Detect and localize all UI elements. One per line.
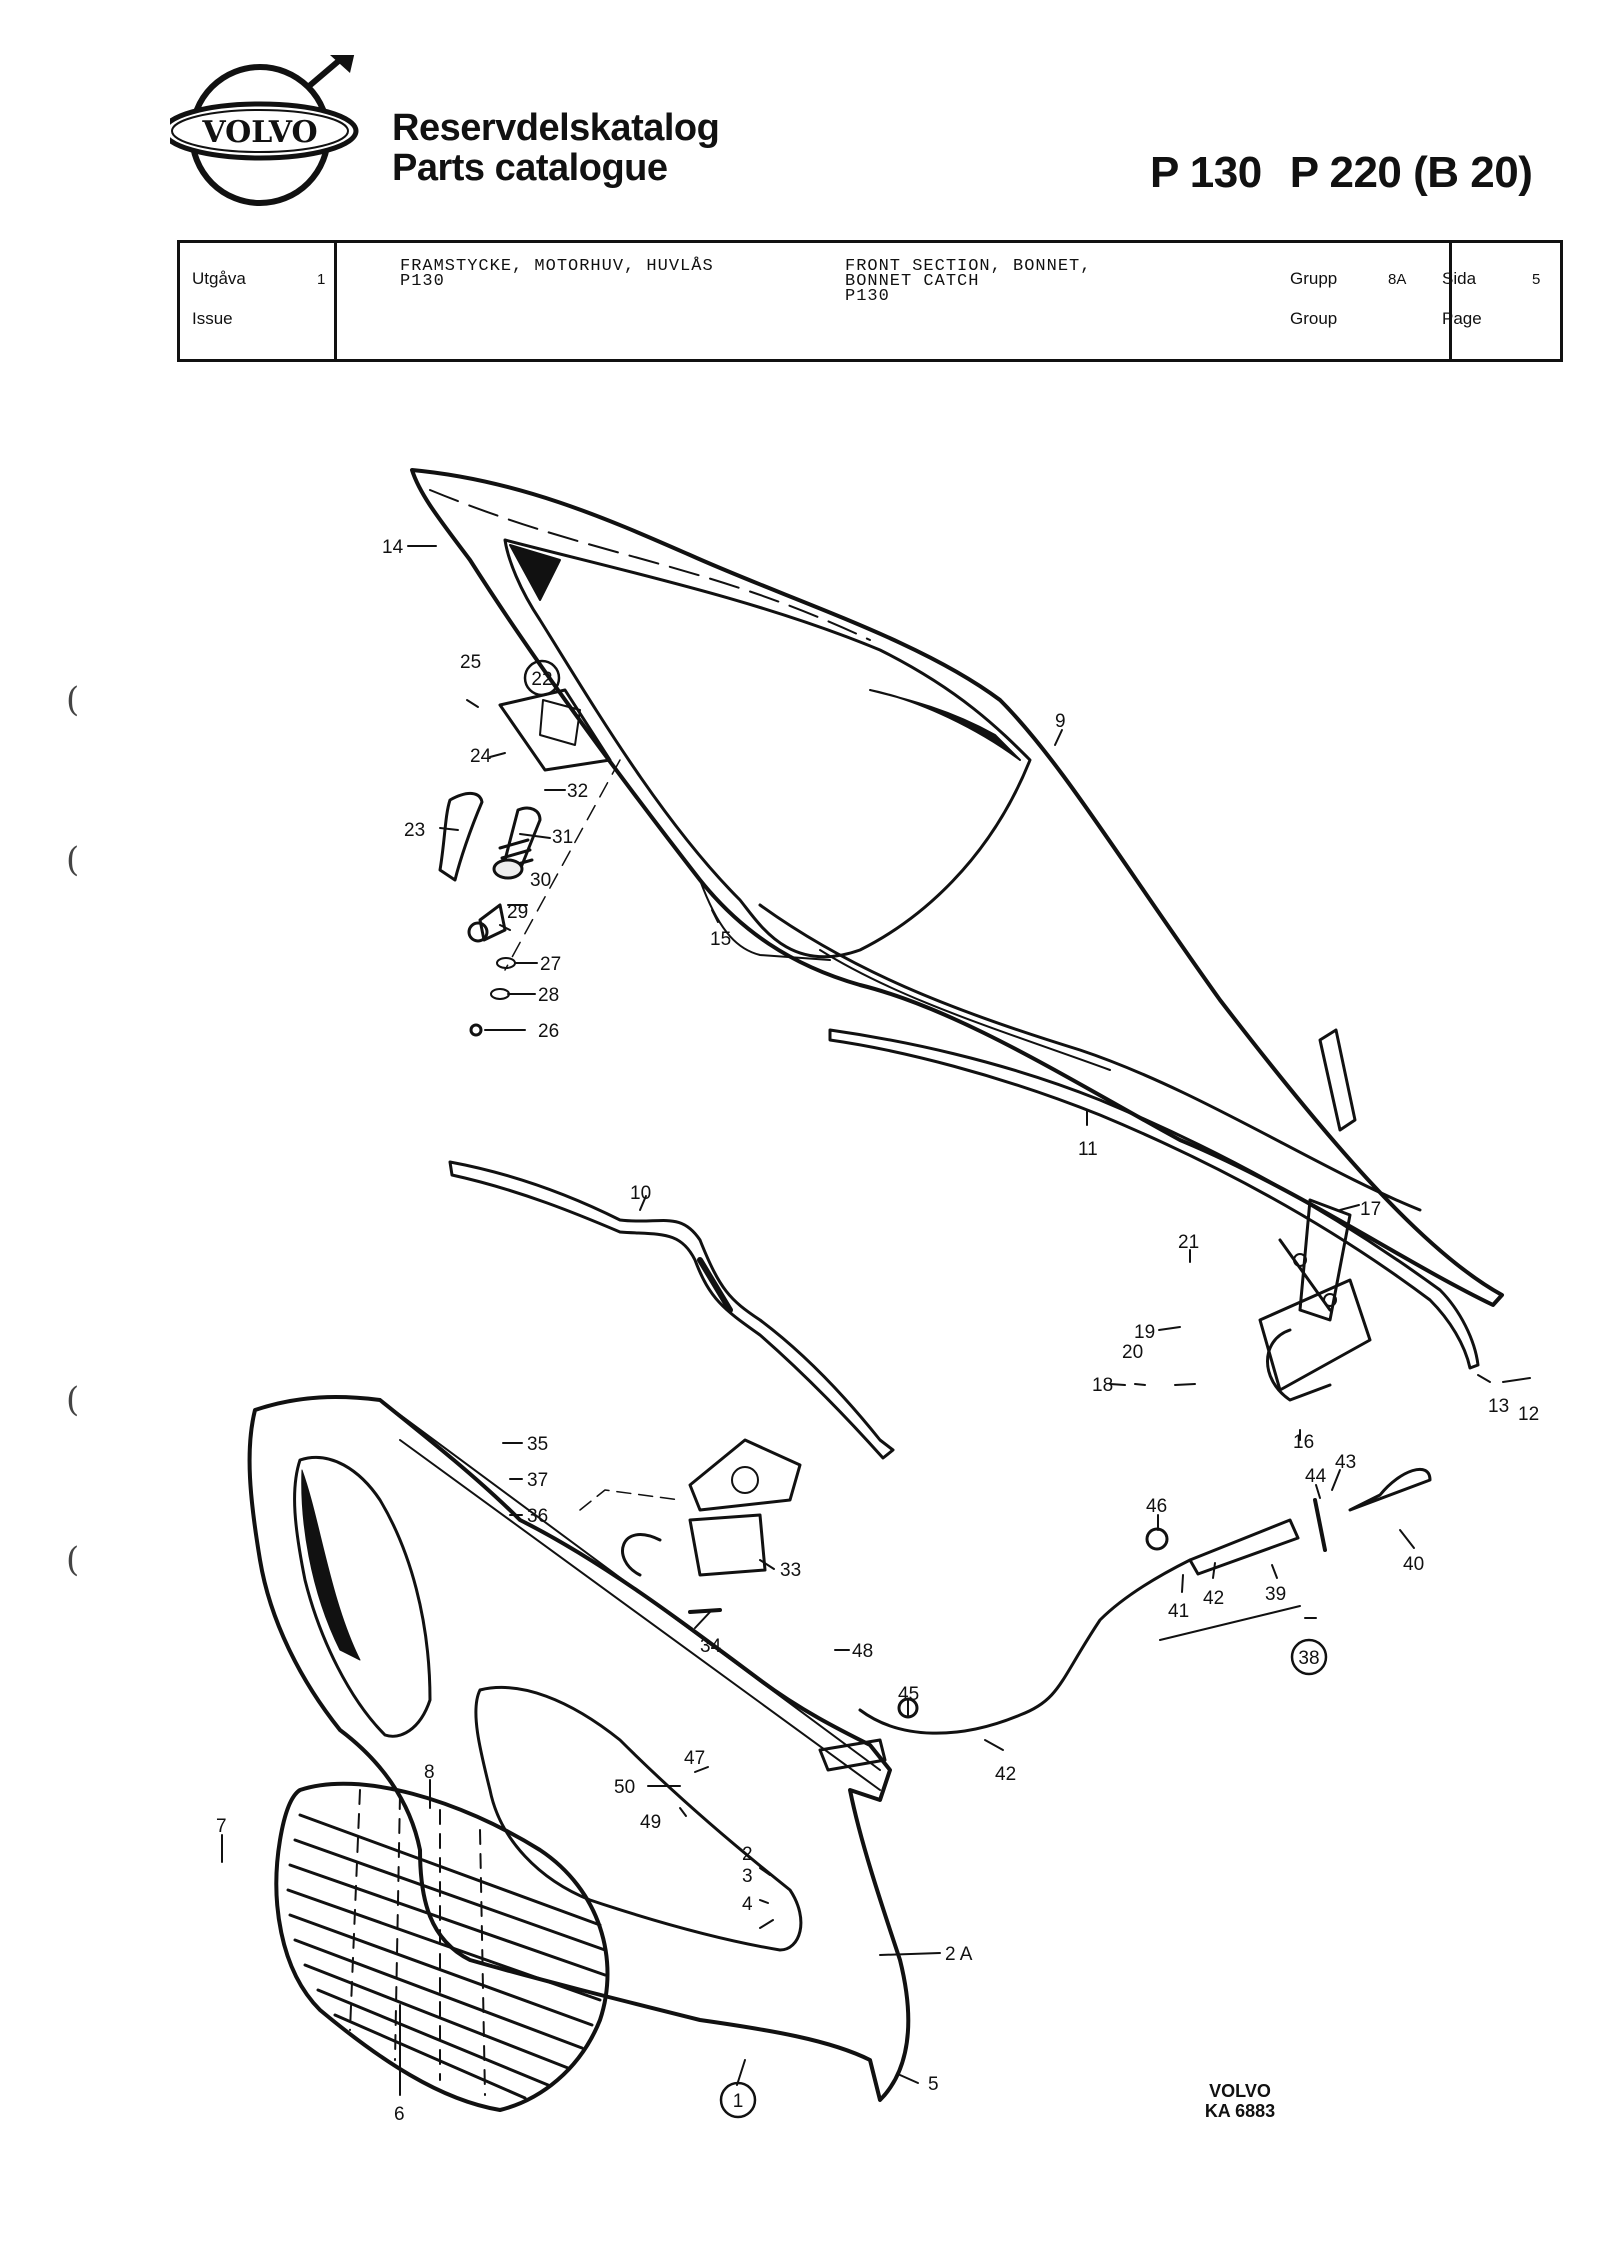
page-value: 5: [1532, 271, 1541, 288]
callout-4: 4: [742, 1894, 753, 1915]
reference-code: KA 6883: [1205, 2101, 1275, 2121]
callout-30: 30: [530, 870, 551, 891]
callout-11: 11: [1078, 1139, 1098, 1160]
margin-mark: (: [66, 840, 80, 880]
callout-32: 32: [567, 781, 588, 802]
logo-wordmark: VOLVO: [201, 115, 317, 150]
margin-mark: (: [66, 1380, 80, 1420]
description-cell: FRAMSTYCKE, MOTORHUV, HUVLÅS P130 FRONT …: [337, 243, 1452, 359]
callout-9: 9: [1055, 711, 1066, 732]
callout-42-lower: 42: [995, 1764, 1016, 1785]
catalogue-info-table: Utgåva 1 Issue FRAMSTYCKE, MOTORHUV, HUV…: [177, 240, 1563, 362]
model-p220: P 220 (B 20): [1289, 148, 1533, 197]
callout-27: 27: [540, 954, 561, 975]
page-label-sv: Sida: [1442, 269, 1477, 288]
callout-2a: 2 A: [945, 1944, 973, 1965]
callout-33: 33: [780, 1560, 801, 1581]
description-swedish: FRAMSTYCKE, MOTORHUV, HUVLÅS P130: [400, 257, 714, 291]
drawing-reference: VOLVO KA 6883: [1205, 2081, 1275, 2121]
callout-42: 42: [1203, 1588, 1224, 1609]
issue-label-en: Issue: [192, 309, 233, 328]
model-p130: P 130: [1150, 148, 1262, 197]
callout-45: 45: [898, 1684, 919, 1705]
callout-25: 25: [460, 652, 481, 673]
callout-20: 20: [1122, 1342, 1143, 1363]
callout-21: 21: [1178, 1232, 1199, 1253]
callout-38-circled: 38: [1298, 1648, 1319, 1669]
circled-callouts: 22 38 1: [523, 659, 1328, 2119]
callout-50: 50: [614, 1777, 635, 1798]
model-designations: P 130 P 220 (B 20): [1150, 148, 1560, 198]
callout-36: 36: [527, 1506, 548, 1527]
group-value: 8A: [1388, 271, 1407, 288]
group-label-en: Group: [1290, 309, 1338, 328]
issue-value: 1: [317, 271, 326, 288]
callout-15: 15: [710, 929, 731, 950]
catalogue-title: Reservdelskatalog Parts catalogue: [392, 107, 720, 189]
seal-strip-drawing: [828, 1028, 1480, 1370]
callout-43: 43: [1335, 1452, 1356, 1473]
callout-3: 3: [742, 1866, 753, 1887]
callout-10: 10: [630, 1183, 651, 1204]
callout-12: 12: [1518, 1404, 1539, 1425]
group-label-sv: Grupp: [1290, 269, 1338, 288]
callout-49: 49: [640, 1812, 661, 1833]
hinge-drawing: [1258, 1198, 1372, 1402]
callout-46: 46: [1146, 1496, 1167, 1517]
title-swedish: Reservdelskatalog: [392, 107, 720, 149]
issue-label-sv: Utgåva: [192, 269, 246, 288]
callout-2: 2: [742, 1844, 753, 1865]
margin-mark: (: [66, 1540, 80, 1580]
callout-14: 14: [382, 537, 404, 558]
callout-5: 5: [928, 2074, 939, 2095]
release-cable-drawing: [858, 1467, 1432, 1735]
callout-39: 39: [1265, 1584, 1286, 1605]
title-english: Parts catalogue: [392, 147, 668, 189]
callout-44: 44: [1305, 1466, 1327, 1487]
callout-37: 37: [527, 1470, 548, 1491]
callout-28: 28: [538, 985, 559, 1006]
moulding-drawing: [448, 1160, 895, 1460]
callout-22-circled: 22: [531, 669, 552, 690]
callout-24: 24: [470, 746, 492, 767]
callout-13: 13: [1488, 1396, 1509, 1417]
catch-bracket-drawing: [579, 1438, 802, 1614]
page-label-en: Page: [1442, 309, 1482, 328]
callout-18: 18: [1092, 1375, 1113, 1396]
callout-41: 41: [1168, 1601, 1189, 1622]
callout-47: 47: [684, 1748, 705, 1769]
reference-brand: VOLVO: [1209, 2081, 1271, 2101]
callout-labels: 14 9 11 10 17 12 13 21 19 20 18 16 25 24…: [216, 537, 1539, 2125]
margin-mark: (: [66, 680, 80, 720]
callout-19: 19: [1134, 1322, 1155, 1343]
description-english: FRONT SECTION, BONNET, BONNET CATCH P130: [845, 257, 1092, 306]
bonnet-drawing: [410, 468, 1504, 1307]
grille-drawing: [274, 1781, 610, 2112]
callout-23: 23: [404, 820, 425, 841]
issue-cell: Utgåva 1 Issue: [180, 243, 337, 359]
callout-48: 48: [852, 1641, 873, 1662]
callout-29: 29: [507, 902, 528, 923]
callout-1-circled: 1: [733, 2091, 744, 2112]
catch-assembly-drawing: [438, 688, 621, 1037]
callout-17: 17: [1360, 1199, 1381, 1220]
callout-leaders: [221, 545, 1531, 2096]
callout-34: 34: [700, 1636, 722, 1657]
callout-31: 31: [552, 827, 573, 848]
front-section-drawing: [247, 1395, 911, 2102]
callout-35: 35: [527, 1434, 548, 1455]
callout-8: 8: [424, 1762, 435, 1783]
callout-6: 6: [394, 2104, 405, 2125]
callout-26: 26: [538, 1021, 559, 1042]
callout-40: 40: [1403, 1554, 1424, 1575]
callout-7: 7: [216, 1816, 227, 1837]
callout-16: 16: [1293, 1432, 1314, 1453]
